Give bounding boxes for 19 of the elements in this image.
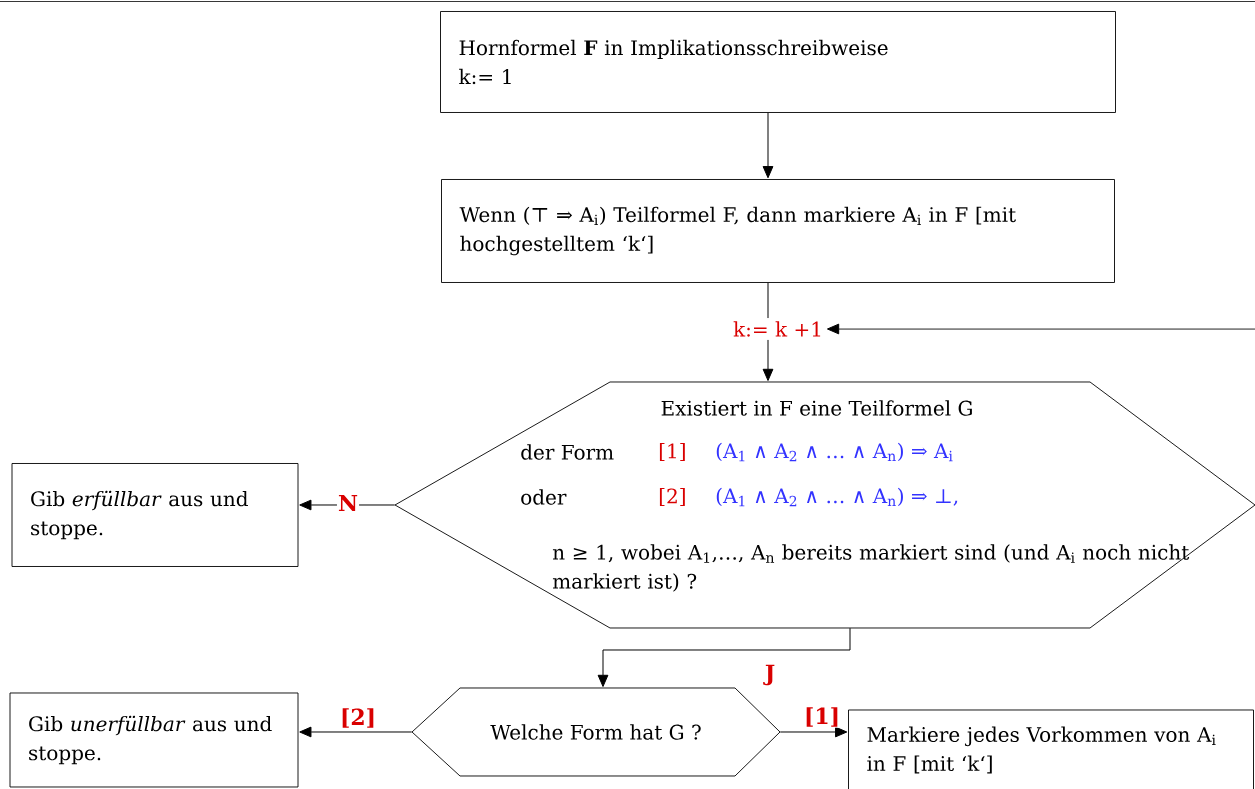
- edge-label: [1]: [802, 706, 842, 728]
- arrow: [299, 726, 413, 738]
- output-box: Gib unerfüllbar aus und stoppe.: [9, 692, 299, 788]
- arrow: [826, 323, 1255, 335]
- edge-label: J: [763, 663, 777, 687]
- process-box: Markiere jedes Vorkommen von A$_{i}$ in F [mit ‘k‘]: [848, 709, 1254, 789]
- edge-label: [2]: [338, 707, 378, 729]
- arrow: [762, 112, 774, 179]
- arrow: [597, 627, 851, 687]
- arrow: [299, 499, 396, 511]
- decision-hexagon: Existiert in F eine Teilformel G der Form [1] (A$_{1}$ ∧ A$_{2}$ ∧ … ∧ A$_{n}$) ⇒ A$_{i}$ oder [2] (A$_{1}$ ∧ A$_{2}$ ∧ … ∧ A$_{n}$) ⇒ ⊥, n ≥ 1, wobei A$_{1}$,…, A$_{n}$ bereits markiert sind (und A$_{i}$ noch nicht markiert ist) ?: [394, 381, 1255, 629]
- process-box: Hornformel F in Implikationsschreibweise k:= 1: [440, 11, 1116, 113]
- arrow: [779, 726, 848, 738]
- arrow: [762, 339, 774, 381]
- decision-hexagon: Welche Form hat G ?: [411, 687, 781, 777]
- edge-label: N: [336, 494, 360, 512]
- process-box: Wenn (⊤ ⇒ A$_{i}$) Teilformel F, dann markiere A$_{i}$ in F [mit hochgestelltem ‘k‘]: [441, 179, 1115, 283]
- step-label: k:= k +1: [733, 321, 821, 337]
- output-box: Gib erfüllbar aus und stoppe.: [11, 463, 299, 567]
